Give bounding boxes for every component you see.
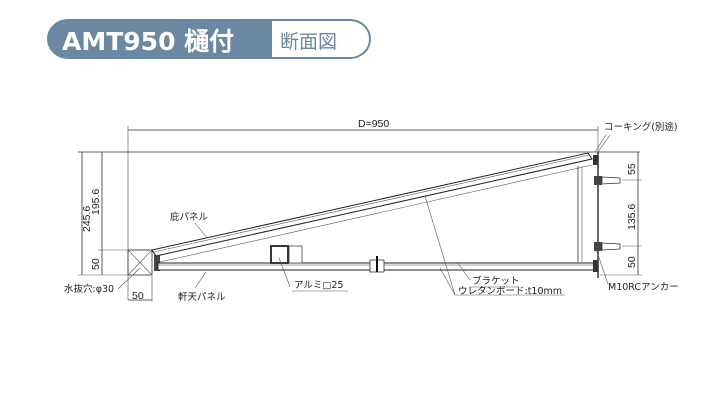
total-height-label: 245.6 (81, 206, 93, 232)
gutter (127, 249, 160, 276)
depth-dimension: D=950 (127, 118, 599, 300)
gutter-width-label: 50 (132, 290, 144, 302)
slope-height-label: 195.6 (90, 189, 102, 215)
drain-hole-label: 水抜穴:φ30 (64, 283, 114, 295)
depth-label: D=950 (358, 118, 389, 130)
caulking-label: コーキング(別途) (604, 121, 678, 133)
anchor-bolts (594, 176, 621, 251)
canopy-panel-label: 庇パネル (170, 211, 209, 223)
bracket-label: ブラケット (472, 275, 520, 287)
soffit-panel (157, 256, 595, 273)
model-title: AMT950 樋付 (62, 27, 234, 56)
canopy-panel (151, 152, 593, 263)
view-title: 断面図 (280, 31, 337, 53)
gutter-height-label: 50 (90, 258, 102, 270)
right-dimensions: 55 135.6 50 (600, 152, 642, 276)
right-top-label: 55 (626, 163, 638, 175)
right-middle-label: 135.6 (626, 204, 638, 230)
urethane-board-label: ウレタンボード:t10mm (458, 286, 562, 297)
anchor-label: M10RCアンカー (608, 282, 679, 293)
left-dimensions: 245.6 195.6 50 50 (78, 152, 153, 302)
right-bottom-label: 50 (626, 256, 638, 268)
bracket (577, 152, 599, 278)
title-badge: AMT950 樋付 断面図 (47, 19, 371, 59)
aluminium-square-tube (270, 245, 303, 264)
leader-lines (117, 134, 611, 296)
soffit-panel-label: 軒天パネル (178, 292, 226, 303)
aluminium-label: アルミ□25 (294, 280, 343, 291)
